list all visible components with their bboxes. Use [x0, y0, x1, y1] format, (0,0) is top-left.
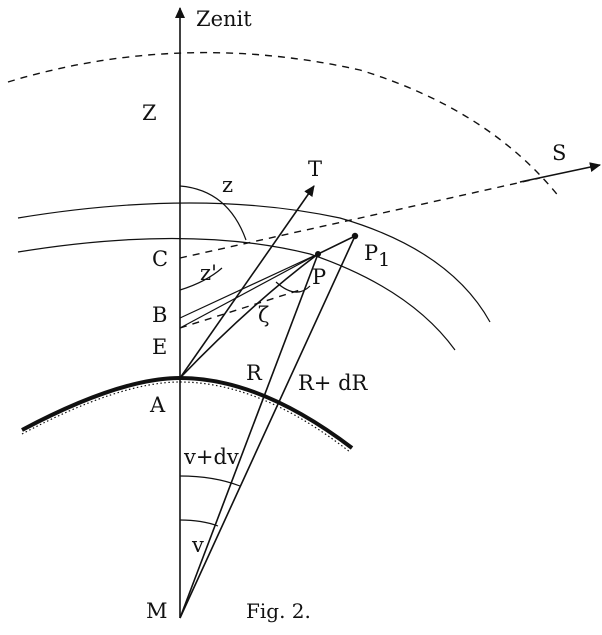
- label-zeta: ζ: [258, 303, 269, 327]
- label-P1: P1: [364, 241, 390, 271]
- label-z: z: [222, 173, 233, 197]
- angle-z-prime-arc: [179, 267, 223, 291]
- label-R-dR: R+ dR: [298, 371, 369, 395]
- radius-R-dR: [179, 235, 356, 619]
- angle-z-arc: [179, 185, 247, 241]
- label-zenit: Zenit: [196, 7, 252, 31]
- radius-R: [179, 253, 319, 619]
- upper-layer-arc: [17, 202, 491, 323]
- light-ray: [179, 235, 356, 379]
- point-P: [315, 251, 321, 257]
- label-v: v: [191, 533, 204, 557]
- lower-layer-arc: [17, 237, 456, 351]
- angle-v-arc: [179, 519, 219, 527]
- arrow-S: [519, 162, 601, 183]
- label-Z: Z: [142, 101, 157, 125]
- label-A: A: [149, 393, 166, 417]
- outer-dashed-arc: [7, 51, 561, 199]
- label-P1-sub: 1: [378, 249, 390, 271]
- label-R: R: [246, 361, 263, 385]
- line-E-dashed: [179, 289, 301, 329]
- label-C: C: [152, 247, 168, 271]
- label-T: T: [308, 157, 322, 181]
- angle-zeta-arc: [275, 281, 311, 293]
- label-B: B: [152, 303, 167, 327]
- label-M: M: [146, 599, 168, 623]
- line-CS: [179, 177, 541, 259]
- label-v-dv: v+dv: [183, 445, 239, 469]
- point-P1: [351, 232, 359, 240]
- label-z-prime: z': [200, 261, 217, 285]
- label-P: P: [312, 265, 326, 289]
- label-P1-main: P: [364, 241, 378, 265]
- label-E: E: [152, 335, 167, 359]
- line-EP: [179, 253, 319, 329]
- line-BP: [179, 253, 319, 319]
- label-S: S: [552, 141, 566, 165]
- earth-hatch: [21, 381, 351, 453]
- figure-caption: Fig. 2.: [246, 599, 311, 623]
- tangent-AT: [179, 185, 315, 379]
- angle-v-dv-arc: [179, 475, 241, 487]
